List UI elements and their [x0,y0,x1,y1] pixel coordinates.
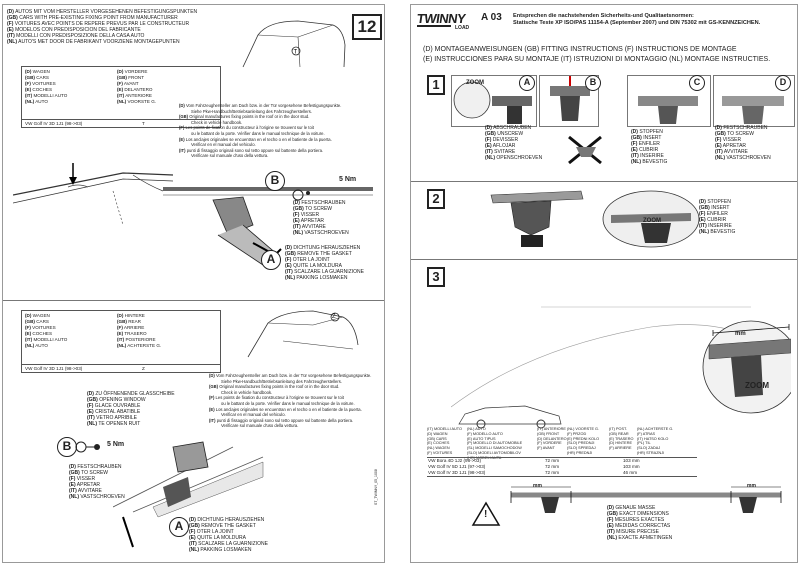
measure-unit-label: mm [735,331,746,337]
header-line: (NL) AUTO'S MET DOOR DE FABRIKANT VOORZI… [7,39,180,45]
screw-instruction-right: (D) FESTSCHRAUBEN (GB) TO SCREW (F) VISS… [715,125,771,161]
measure-header-cars: (IT) MODELLI AUTO (D) WAGEN (GB) CARS (E… [427,427,462,455]
section-divider [3,300,384,301]
header-line: (E) MODELOS CON PREDISPOSICION DEL FABRI… [7,27,141,33]
forbidden-icon [568,135,602,165]
cars-column: (D) WAGEN (GB) CARS (F) VOITURES (E) COC… [25,69,68,104]
opening-window-label: (D) ZU ÖFFNENENDE GLASSCHEIBE (GB) OPENI… [87,391,175,427]
insert-instruction-2: (D) STOPFEN (GB) INSERT (F) ENFILER (E) … [699,199,736,235]
step-marker-b: B [265,171,285,191]
measure-unit-right: mm [747,483,756,489]
step-number-1: 1 [427,75,445,95]
fixing-point-notes: (D) Vom Fahrzeughersteller am Dach bzw. … [179,103,342,159]
step-marker-b-rear: B [57,437,77,457]
screw-instruction-rear: (D) FESTSCHRAUBEN (GB) TO SCREW (F) VISS… [69,464,125,500]
front-column: (D) VORDERE (GB) FRONT (F) AVANT (E) DEL… [117,69,157,104]
step-marker-a: A [261,250,281,270]
measure-header-front-alt: (NL) VOORSTE G. (F) PRZOD (E) PREDNI KOL… [567,427,600,455]
panel-label-d: D [775,75,791,91]
svg-text:T: T [294,50,298,56]
standards-text: Entsprechen die nachstehenden Sicherheit… [513,13,761,26]
twinny-load-logo: TWINNY LOAD [415,11,470,31]
rail-measurement-diagram [510,486,782,513]
insert-instruction: (D) STOPFEN (GB) INSERT (F) ENFILER (E) … [631,129,668,165]
zoom-label-2: ZOOM [643,218,661,224]
cars-column: (D) WAGEN (GB) CARS (F) VOITURES (E) COC… [25,313,68,348]
rear-foot-installation-diagram [113,441,264,548]
header-list: (D) AUTOS MIT VOM HERSTELLER VORGESEHENE… [7,9,197,45]
step-number-3: 3 [427,267,445,287]
header-line: (IT) MODELLI CON PREDISPOSIZIONE DELLA C… [7,33,145,39]
left-instruction-page: (D) AUTOS MIT VOM HERSTELLER VORGESEHENE… [2,4,385,563]
screw-instruction: (D) FESTSCHRAUBEN (GB) TO SCREW (F) VISS… [293,200,349,236]
front-table-car-row: VW Golf IV 3D 1J1 (98->03) T [22,119,220,127]
page-number: 12 [352,14,382,40]
front-fixing-table: (D) WAGEN (GB) CARS (F) VOITURES (E) COC… [21,66,221,128]
gasket-instruction-rear: (D) DICHTUNG HERAUSZIEHEN (GB) REMOVE TH… [189,517,268,553]
car-roof-sketch-rear [247,310,359,358]
rear-fixing-table: (D) WAGEN (GB) CARS (F) VOITURES (E) COC… [21,310,221,373]
section-divider [411,181,797,182]
measure-header-rear: (IT) POST. (GB) REAR (E) TRASERO (D) HIN… [609,427,634,451]
rear-table-car-row: VW Golf IV 3D 1J1 (98->03) Z [22,364,220,372]
rear-marker: Z [332,314,336,320]
measure-unit-left: mm [533,483,542,489]
torque-value-rear: 5 Nm [107,441,125,448]
car-side-sketch [458,405,562,429]
instructions-title: (D) MONTAGEANWEISUNGEN (GB) FITTING INST… [423,46,771,63]
warning-icon [471,501,501,526]
panel-label-b: B [585,75,601,91]
warning-symbol: ! [484,509,488,520]
step2-foot-diagram [490,190,700,248]
document-code: ST_TWINNY_05_1008 [374,469,378,505]
zoom-label-3: ZOOM [745,381,769,390]
panel-label-c: C [689,75,705,91]
gasket-instruction: (D) DICHTUNG HERAUSZIEHEN (GB) REMOVE TH… [285,245,364,281]
measure-header-rear-alt: (NL) ACHTERSTE G. (F) ATRAS (IT) HATSO K… [637,427,674,455]
measure-header-front: (IT) ANTERIORE (GB) FRONT (D) DELANTERO … [537,427,567,451]
header-line: (D) AUTOS MIT VOM HERSTELLER VORGESEHENE… [7,9,198,15]
exact-dimensions-instruction: (D) GENAUE MASSE (GB) EXACT DIMENSIONS (… [607,505,673,541]
rear-column: (D) HINTERE (GB) REAR (F) ARRIERE (E) TR… [117,313,162,348]
torque-value: 5 Nm [339,176,357,183]
step-number-2: 2 [427,189,445,209]
section-divider [411,259,797,260]
model-code: A 03 [481,12,502,23]
car-roof-sketch-front: T [242,20,346,68]
step3-measurement-diagram [451,306,791,414]
panel-label-a: A [519,75,535,91]
right-instruction-page: TWINNY LOAD A 03 Entsprechen die nachste… [410,4,798,563]
zoom-label: ZOOM [466,80,484,86]
bolt-icon [75,441,100,453]
header-line: (GB) CARS WITH PRE-EXISTING FIXING POINT… [7,15,178,21]
measure-header-models: (NL) AUTO (F) MODELLO AUTO (E) AUTO TIPU… [467,427,523,460]
unscrew-instruction: (D) ABSCHRAUBEN (GB) UNSCREW (F) DEVISSE… [485,125,543,161]
fixing-point-notes-rear: (D) Vom Fahrzeughersteller am Dach bzw. … [209,373,372,429]
header-line: (F) VOITURES AVEC POINTS DE REPERE PREVU… [7,21,190,27]
step-marker-a-rear: A [169,517,189,537]
